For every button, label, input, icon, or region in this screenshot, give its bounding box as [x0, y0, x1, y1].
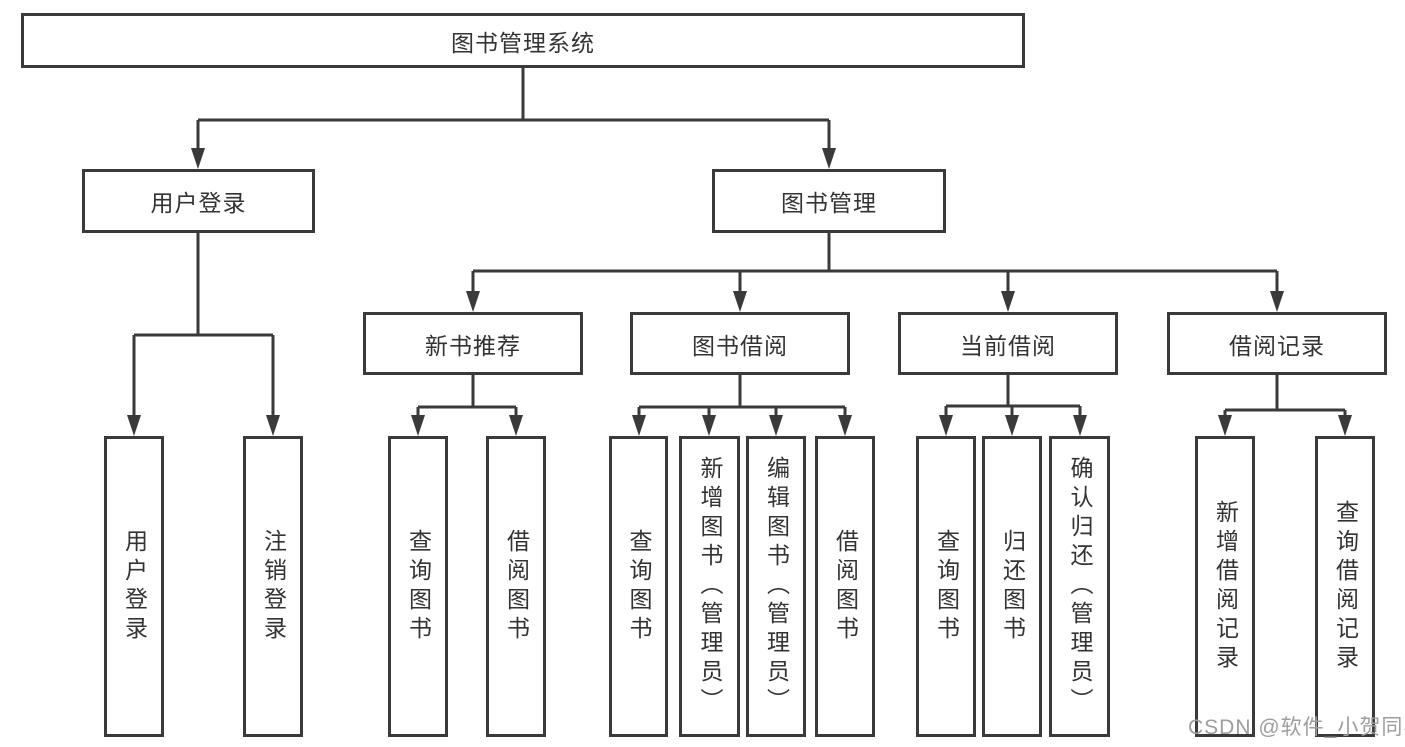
node-current-return-books: 归还图书 — [982, 436, 1042, 737]
node-borrowing-borrow-books: 借阅图书 — [815, 436, 875, 737]
node-label: 注销登录 — [260, 528, 287, 645]
node-recommend-query-books: 查询图书 — [388, 436, 448, 737]
node-new-book-recommend: 新书推荐 — [363, 312, 583, 375]
node-logout-login: 注销登录 — [243, 436, 303, 737]
node-label: 借阅图书 — [832, 528, 859, 645]
node-label: 当前借阅 — [960, 332, 1056, 359]
node-label: 确认归还（管理员） — [1067, 456, 1093, 717]
watermark-text: CSDN @软件_小贺同学 — [1188, 716, 1405, 739]
node-book-borrowing: 图书借阅 — [630, 312, 850, 375]
node-label: 用户登录 — [150, 190, 247, 216]
node-label: 编辑图书（管理员） — [763, 456, 790, 717]
node-label: 新书推荐 — [425, 332, 521, 359]
node-root-label: 图书管理系统 — [451, 29, 595, 56]
node-current-borrowing: 当前借阅 — [898, 312, 1118, 375]
node-user-login-group: 用户登录 — [82, 169, 315, 233]
node-borrowing-edit-books: 编辑图书（管理员） — [746, 436, 806, 737]
node-records-query-record: 查询借阅记录 — [1315, 436, 1375, 737]
node-root: 图书管理系统 — [21, 13, 1025, 68]
node-label: 图书借阅 — [692, 332, 788, 359]
node-label: 借阅记录 — [1229, 332, 1325, 359]
node-label: 查询图书 — [933, 528, 960, 645]
node-label: 用户登录 — [121, 528, 148, 645]
node-borrowing-add-books: 新增图书（管理员） — [679, 436, 740, 737]
node-current-query-books: 查询图书 — [916, 436, 976, 737]
node-label: 借阅图书 — [503, 528, 530, 645]
node-label: 图书管理 — [781, 190, 877, 216]
node-user-login: 用户登录 — [104, 436, 164, 737]
node-label: 新增图书（管理员） — [697, 456, 723, 717]
node-borrowing-query-books: 查询图书 — [609, 436, 668, 737]
node-label: 查询图书 — [626, 528, 652, 645]
node-label: 查询借阅记录 — [1332, 499, 1359, 674]
node-label: 归还图书 — [999, 528, 1026, 645]
node-recommend-borrow-books: 借阅图书 — [486, 436, 546, 737]
node-label: 查询图书 — [405, 528, 432, 645]
node-label: 新增借阅记录 — [1212, 499, 1239, 674]
node-book-management: 图书管理 — [712, 169, 946, 233]
node-borrowing-records: 借阅记录 — [1167, 312, 1387, 375]
node-records-add-record: 新增借阅记录 — [1195, 436, 1255, 737]
node-current-confirm-return: 确认归还（管理员） — [1049, 436, 1110, 737]
